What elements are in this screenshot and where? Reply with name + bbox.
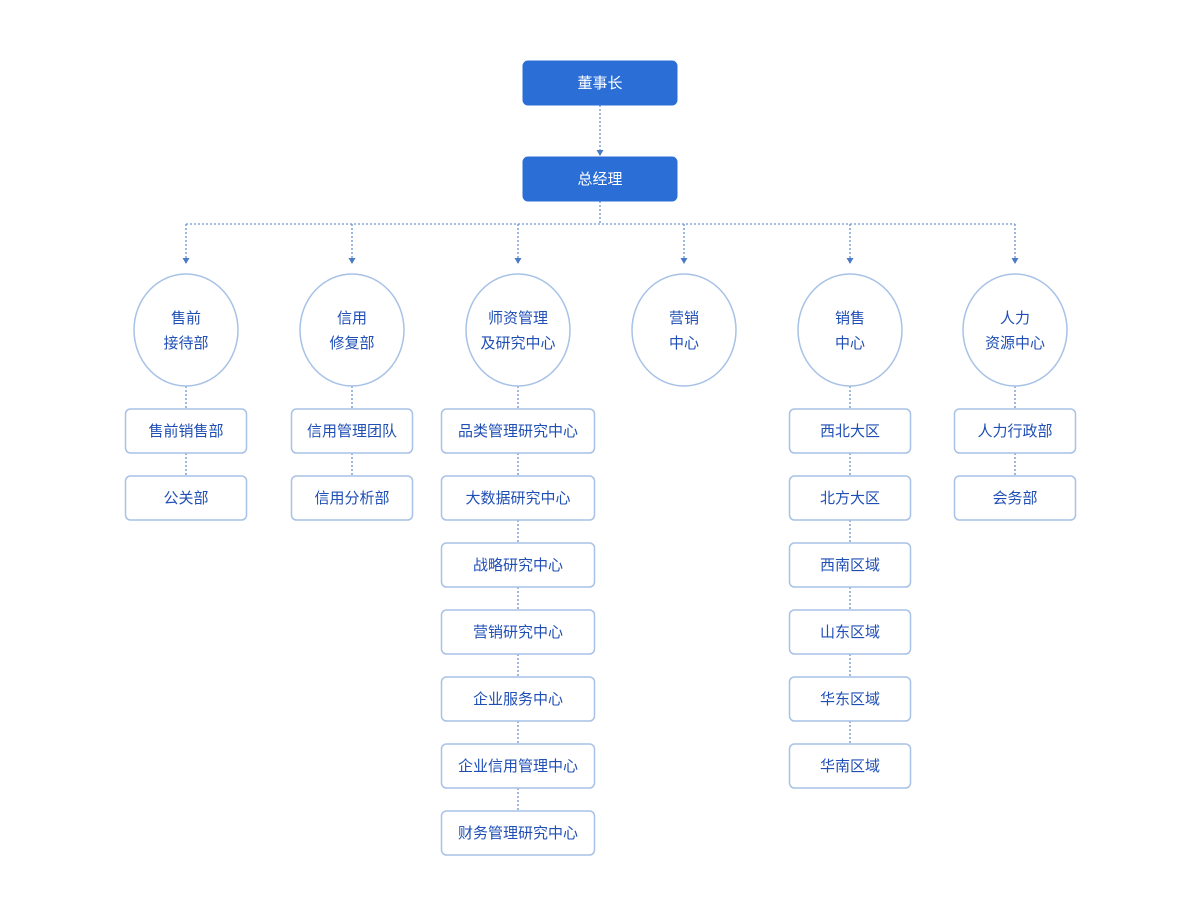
unit-sales-5-box xyxy=(788,743,912,789)
unit-hr-1-label: 会务部 xyxy=(992,489,1037,507)
dept-faculty-research-circle xyxy=(465,273,571,387)
unit-faculty-research-4: 企业服务中心 xyxy=(440,676,596,722)
unit-faculty-research-5-box xyxy=(440,743,596,789)
dept-marketing-label-0: 营销 xyxy=(669,309,699,327)
unit-faculty-research-4-box xyxy=(440,676,596,722)
dept-sales-circle xyxy=(797,273,903,387)
unit-credit-repair-0-box xyxy=(290,408,414,454)
unit-sales-3-box xyxy=(788,609,912,655)
unit-sales-1-label: 北方大区 xyxy=(820,489,880,507)
unit-credit-repair-1: 信用分析部 xyxy=(290,475,414,521)
hr-drop-arrow xyxy=(1011,258,1019,264)
unit-hr-0: 人力行政部 xyxy=(953,408,1077,454)
unit-sales-3-label: 山东区域 xyxy=(820,623,880,641)
unit-faculty-research-3: 营销研究中心 xyxy=(440,609,596,655)
unit-faculty-research-5: 企业信用管理中心 xyxy=(440,743,596,789)
general-manager-node: 总经理 xyxy=(522,156,678,202)
unit-sales-5-label: 华南区域 xyxy=(820,757,880,775)
unit-faculty-research-3-box xyxy=(440,609,596,655)
general-manager-label: 总经理 xyxy=(577,170,622,188)
dept-faculty-research-label-1: 及研究中心 xyxy=(480,334,555,352)
unit-faculty-research-6-label: 财务管理研究中心 xyxy=(458,824,578,842)
connectors xyxy=(182,105,1019,811)
chairman-box xyxy=(522,60,678,106)
unit-sales-5: 华南区域 xyxy=(788,743,912,789)
unit-hr-1: 会务部 xyxy=(953,475,1077,521)
unit-sales-0-label: 西北大区 xyxy=(820,422,880,440)
unit-faculty-research-3-label: 营销研究中心 xyxy=(473,623,563,641)
unit-credit-repair-1-box xyxy=(290,475,414,521)
unit-faculty-research-0: 品类管理研究中心 xyxy=(440,408,596,454)
marketing-drop-arrow xyxy=(680,258,688,264)
dept-credit-repair-label-1: 修复部 xyxy=(329,334,374,352)
unit-presales-1-box xyxy=(124,475,248,521)
dept-marketing-circle xyxy=(631,273,737,387)
dept-faculty-research-label-0: 师资管理 xyxy=(488,309,548,327)
unit-faculty-research-4-label: 企业服务中心 xyxy=(473,690,563,708)
unit-presales-0: 售前销售部 xyxy=(124,408,248,454)
unit-faculty-research-0-label: 品类管理研究中心 xyxy=(458,422,578,440)
unit-faculty-research-5-label: 企业信用管理中心 xyxy=(458,757,578,775)
unit-presales-1: 公关部 xyxy=(124,475,248,521)
unit-faculty-research-1-box xyxy=(440,475,596,521)
dept-credit-repair-circle xyxy=(299,273,405,387)
unit-presales-1-label: 公关部 xyxy=(163,489,208,507)
unit-presales-0-box xyxy=(124,408,248,454)
dept-hr-circle xyxy=(962,273,1068,387)
presales-drop-arrow xyxy=(182,258,190,264)
unit-sales-2: 西南区域 xyxy=(788,542,912,588)
unit-sales-4: 华东区域 xyxy=(788,676,912,722)
unit-sales-4-label: 华东区域 xyxy=(820,690,880,708)
unit-faculty-research-1: 大数据研究中心 xyxy=(440,475,596,521)
unit-faculty-research-2: 战略研究中心 xyxy=(440,542,596,588)
unit-faculty-research-6: 财务管理研究中心 xyxy=(440,810,596,856)
unit-sales-2-label: 西南区域 xyxy=(820,556,880,574)
unit-sales-0: 西北大区 xyxy=(788,408,912,454)
unit-hr-1-box xyxy=(953,475,1077,521)
dept-presales-label-0: 售前 xyxy=(171,309,201,327)
unit-sales-1: 北方大区 xyxy=(788,475,912,521)
chairman-gm-arrow xyxy=(596,150,604,156)
dept-presales-label-1: 接待部 xyxy=(163,334,208,352)
unit-hr-0-box xyxy=(953,408,1077,454)
unit-faculty-research-1-label: 大数据研究中心 xyxy=(465,489,570,507)
chairman-label: 董事长 xyxy=(577,74,622,92)
unit-credit-repair-1-label: 信用分析部 xyxy=(314,489,389,507)
dept-credit-repair-label-0: 信用 xyxy=(337,309,367,327)
faculty-research-drop-arrow xyxy=(514,258,522,264)
unit-sales-3: 山东区域 xyxy=(788,609,912,655)
chairman-node: 董事长 xyxy=(522,60,678,106)
unit-sales-1-box xyxy=(788,475,912,521)
unit-credit-repair-0-label: 信用管理团队 xyxy=(307,422,397,440)
unit-faculty-research-2-label: 战略研究中心 xyxy=(473,556,563,574)
general-manager-box xyxy=(522,156,678,202)
dept-hr-label-0: 人力 xyxy=(1000,309,1030,327)
sales-drop-arrow xyxy=(846,258,854,264)
unit-credit-repair-0: 信用管理团队 xyxy=(290,408,414,454)
unit-hr-0-label: 人力行政部 xyxy=(977,422,1052,440)
dept-marketing-label-1: 中心 xyxy=(669,334,699,352)
dept-hr-label-1: 资源中心 xyxy=(985,334,1045,352)
unit-sales-2-box xyxy=(788,542,912,588)
dept-presales-circle xyxy=(133,273,239,387)
dept-sales-label-1: 中心 xyxy=(835,334,865,352)
unit-sales-4-box xyxy=(788,676,912,722)
dept-sales-label-0: 销售 xyxy=(835,309,865,327)
unit-faculty-research-2-box xyxy=(440,542,596,588)
unit-faculty-research-6-box xyxy=(440,810,596,856)
unit-faculty-research-0-box xyxy=(440,408,596,454)
credit-repair-drop-arrow xyxy=(348,258,356,264)
unit-sales-0-box xyxy=(788,408,912,454)
unit-presales-0-label: 售前销售部 xyxy=(148,422,223,440)
